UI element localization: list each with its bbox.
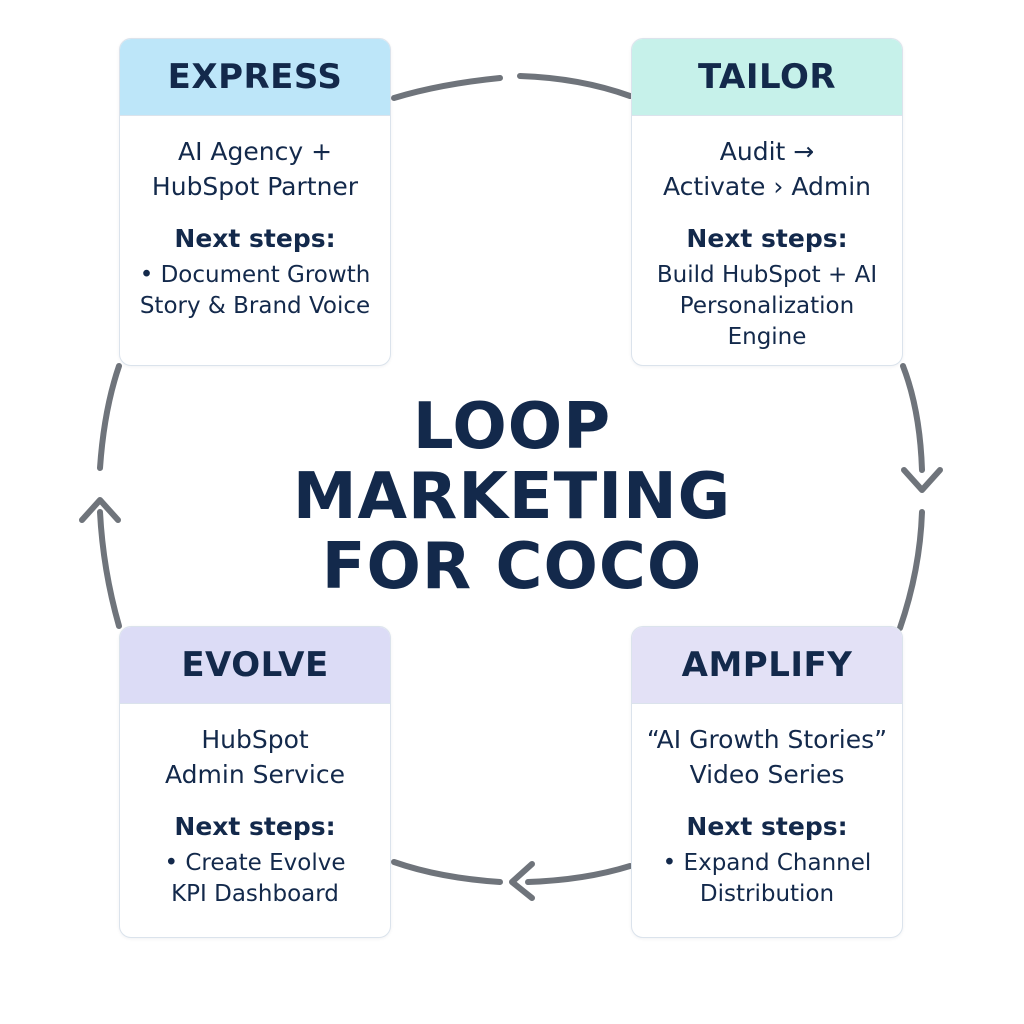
arrow-left-icon — [509, 861, 535, 901]
loop-arc-left-lower — [97, 509, 122, 629]
card-tailor-steps: Build HubSpot + AI Personalization Engin… — [632, 260, 902, 353]
card-amplify-body: “AI Growth Stories” Video Series Next st… — [632, 704, 902, 910]
loop-arc-left-upper — [97, 363, 122, 471]
card-express-body: AI Agency + HubSpot Partner Next steps: … — [120, 116, 390, 322]
card-express-description: AI Agency + HubSpot Partner — [120, 134, 390, 204]
card-evolve-step-line: KPI Dashboard — [171, 881, 339, 907]
card-express-heading: EXPRESS — [120, 39, 390, 116]
card-express-steps: • Document Growth Story & Brand Voice — [120, 260, 390, 322]
card-evolve-next-steps-label: Next steps: — [174, 812, 336, 841]
card-amplify-description: “AI Growth Stories” Video Series — [632, 722, 902, 792]
card-evolve-description-line: Admin Service — [164, 760, 346, 789]
loop-arc-bottom-left — [391, 859, 503, 885]
card-tailor-heading: TAILOR — [632, 39, 902, 116]
card-amplify-next-steps-label: Next steps: — [686, 812, 848, 841]
card-express-description-line: AI Agency + — [177, 137, 333, 166]
loop-arc-bottom-right — [525, 863, 633, 885]
card-evolve-step-line: • Create Evolve — [164, 850, 346, 876]
card-amplify-heading: AMPLIFY — [632, 627, 902, 704]
card-evolve-body: HubSpot Admin Service Next steps: • Crea… — [120, 704, 390, 910]
loop-arc-top-right — [517, 73, 633, 99]
diagram-title-line: MARKETING — [292, 460, 732, 534]
card-evolve-heading: EVOLVE — [120, 627, 390, 704]
card-express: EXPRESS AI Agency + HubSpot Partner Next… — [119, 38, 391, 366]
card-express-next-steps-label: Next steps: — [174, 224, 336, 253]
card-tailor-step-line: Build HubSpot + AI — [656, 262, 878, 288]
arrow-down-icon — [901, 467, 943, 493]
card-tailor-step-line: Engine — [727, 324, 807, 350]
card-express-step-line: • Document Growth — [139, 262, 371, 288]
card-tailor-step-line: Personalization — [679, 293, 855, 319]
card-evolve: EVOLVE HubSpot Admin Service Next steps:… — [119, 626, 391, 938]
card-express-description-line: HubSpot Partner — [151, 172, 359, 201]
card-amplify-step-line: Distribution — [699, 881, 835, 907]
card-evolve-description-line: HubSpot — [201, 725, 309, 754]
card-evolve-steps: • Create Evolve KPI Dashboard — [120, 848, 390, 910]
diagram-title: LOOP MARKETING FOR COCO — [262, 392, 762, 602]
card-tailor-description-line: Audit → — [719, 137, 815, 166]
card-tailor-body: Audit → Activate › Admin Next steps: Bui… — [632, 116, 902, 353]
card-amplify-description-line: “AI Growth Stories” — [646, 725, 888, 754]
card-express-step-line: Story & Brand Voice — [139, 293, 371, 319]
card-evolve-description: HubSpot Admin Service — [120, 722, 390, 792]
loop-arc-right-upper — [900, 363, 925, 473]
loop-arc-top-left — [391, 75, 503, 101]
loop-arc-right-lower — [897, 509, 925, 631]
card-amplify-steps: • Expand Channel Distribution — [632, 848, 902, 910]
card-tailor-next-steps-label: Next steps: — [686, 224, 848, 253]
card-amplify-description-line: Video Series — [689, 760, 845, 789]
card-tailor-description: Audit → Activate › Admin — [632, 134, 902, 204]
diagram-title-line: FOR COCO — [321, 530, 703, 604]
arrow-up-icon — [79, 497, 121, 523]
card-amplify: AMPLIFY “AI Growth Stories” Video Series… — [631, 626, 903, 938]
card-tailor-description-line: Activate › Admin — [662, 172, 872, 201]
card-tailor: TAILOR Audit → Activate › Admin Next ste… — [631, 38, 903, 366]
diagram-title-line: LOOP — [412, 390, 612, 464]
card-amplify-step-line: • Expand Channel — [662, 850, 872, 876]
